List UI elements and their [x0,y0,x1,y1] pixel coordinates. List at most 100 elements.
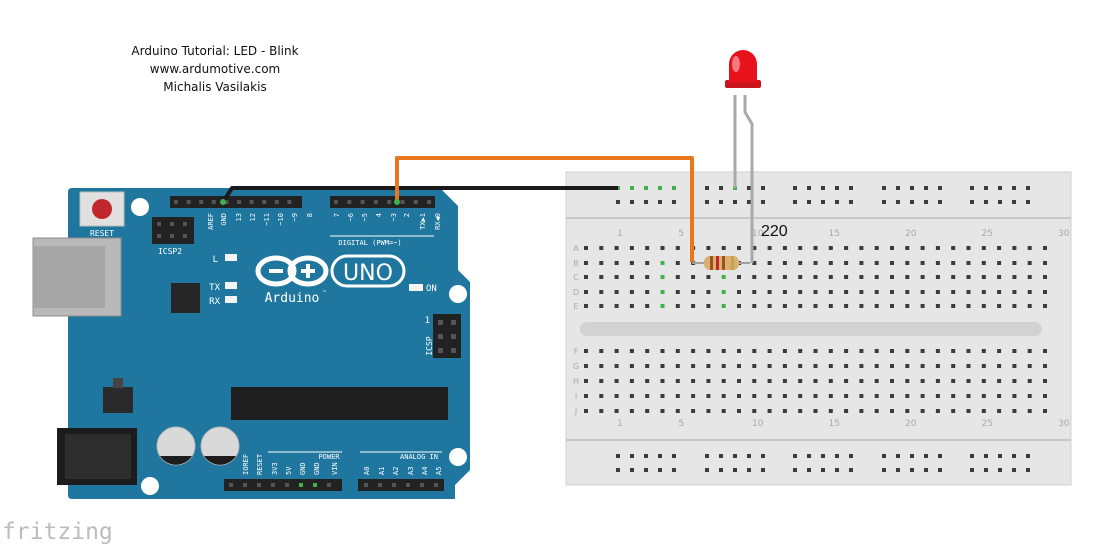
rail-hole [793,200,797,204]
rail-hole [938,186,942,190]
arduino-label: Arduino [265,291,320,306]
bottom-pin-label: IOREF [242,454,250,475]
breadboard-hole [752,290,757,294]
breadboard-hole [828,246,833,250]
breadboard-hole [660,409,665,413]
breadboard-hole [660,304,665,308]
resistor [692,256,750,270]
breadboard-hole [1027,364,1032,368]
breadboard-hole [935,304,940,308]
column-number: 20 [905,419,917,429]
rail-hole [747,200,751,204]
column-number: 20 [905,229,917,239]
breadboard-hole [813,246,818,250]
breadboard-hole [691,379,696,383]
bottom-pin-label: A0 [363,467,371,475]
breadboard-hole [874,364,879,368]
icsp2-pin [157,234,161,238]
led-highlight [732,56,740,72]
rail-hole [719,468,723,472]
breadboard-hole [614,261,619,265]
header-analog [358,479,444,491]
breadboard-hole [828,275,833,279]
breadboard-hole [1012,304,1017,308]
breadboard-hole [721,364,726,368]
column-number: 1 [617,419,623,429]
rail-hole [998,468,1002,472]
breadboard-hole [935,379,940,383]
breadboard-hole [966,409,971,413]
rail-hole [644,454,648,458]
header-left-2 [330,196,435,208]
breadboard-hole [813,394,818,398]
breadboard-hole [859,379,864,383]
icsp-pins [438,320,456,353]
breadboard-hole [1012,275,1017,279]
breadboard-hole [920,394,925,398]
breadboard-hole [813,261,818,265]
rail-hole [938,200,942,204]
breadboard-hole [721,290,726,294]
breadboard-hole [706,394,711,398]
row-label: B [573,259,579,268]
breadboard-hole [1043,364,1047,368]
logo-infinity-left [255,255,297,287]
breadboard-hole [721,349,726,353]
breadboard-hole [629,349,634,353]
breadboard-hole [599,394,604,398]
breadboard-hole [629,290,634,294]
header-pin [406,483,410,487]
bottom-pin-label: 3V3 [271,462,279,475]
breadboard-hole [1043,304,1047,308]
breadboard-hole [782,290,787,294]
breadboard-hole [981,379,986,383]
breadboard-hole [1012,379,1017,383]
breadboard-hole [828,379,833,383]
breadboard-hole [599,349,604,353]
rail-hole [849,200,853,204]
uno-label: UNO [343,261,393,286]
header-pin [378,483,382,487]
breadboard-hole [752,246,757,250]
breadboard-hole [997,409,1002,413]
rail-hole [761,468,765,472]
breadboard-hole [767,379,772,383]
icsp2-pin [170,222,174,226]
row-label: H [573,377,579,386]
top-pin-label: ~3 [390,213,398,221]
breadboard-hole [951,275,956,279]
rail-hole [835,468,839,472]
breadboard-hole [721,409,726,413]
header-pin [373,200,378,204]
rail-hole [793,454,797,458]
breadboard-hole [767,394,772,398]
icsp-pin [451,320,456,325]
breadboard-hole [1043,394,1047,398]
fritzing-watermark: fritzing [2,519,113,545]
rail-hole [616,200,620,204]
top-pin-label: 12 [249,213,257,221]
header-pin [249,200,254,204]
row-label: E [573,302,578,311]
breadboard-hole [645,409,650,413]
breadboard-hole [737,290,741,294]
breadboard-hole [584,290,588,294]
rail-hole [849,468,853,472]
header-pin [360,200,365,204]
breadboard-hole [981,246,986,250]
header-pin [229,483,233,487]
breadboard-hole [981,364,986,368]
rail-hole [882,200,886,204]
rail-hole [970,468,974,472]
breadboard-hole [721,394,726,398]
breadboard-hole [675,246,680,250]
rail-hole [835,454,839,458]
breadboard-hole [905,394,910,398]
breadboard-hole [645,364,650,368]
power-label: POWER [318,453,340,461]
breadboard-hole [599,364,604,368]
breadboard-hole [645,246,650,250]
breadboard-hole [813,409,818,413]
